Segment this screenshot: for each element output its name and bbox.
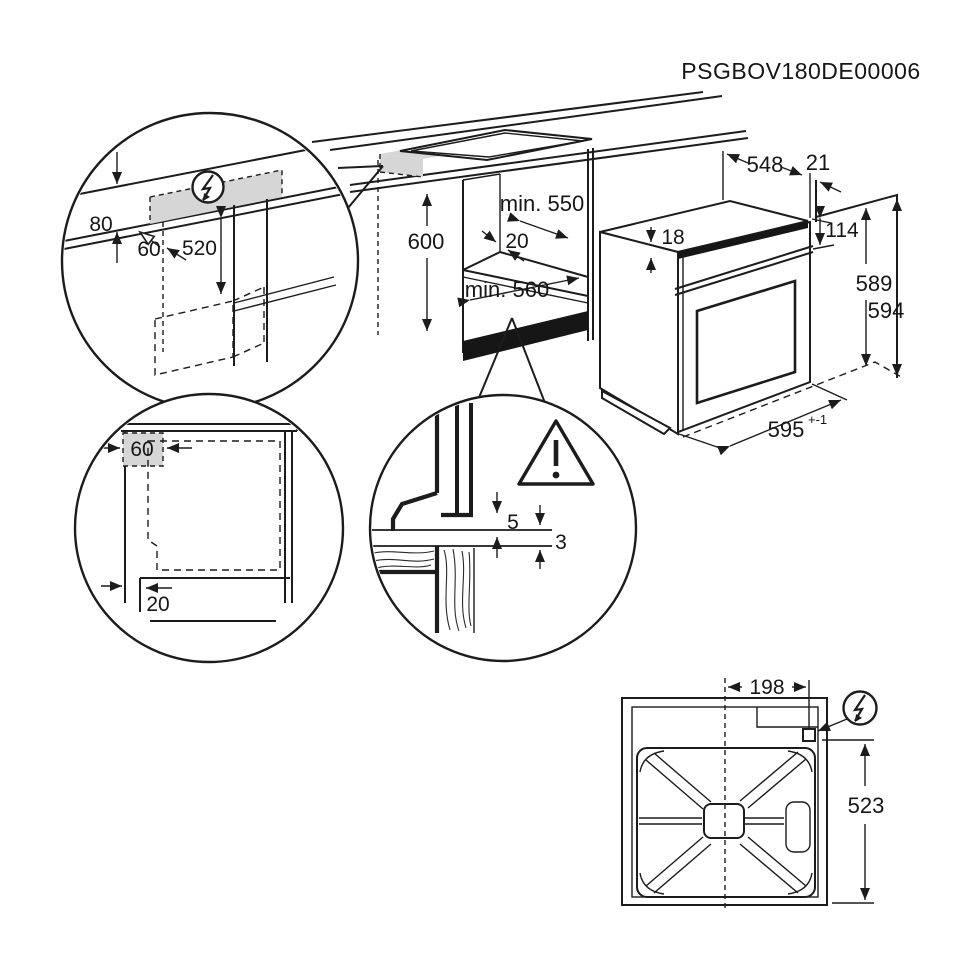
dim-label-wall-gap: 21 <box>806 150 830 175</box>
warning-triangle-icon <box>517 419 595 486</box>
detail-circle-connection: 80 60 520 <box>60 111 360 411</box>
oven-hidden-outline <box>154 286 265 376</box>
dimension-80: 80 <box>89 152 122 263</box>
connection-box-outline <box>149 169 283 224</box>
dim-label-niche-depth: min. 550 <box>500 191 584 216</box>
dimension-21: 21 <box>806 150 842 218</box>
dim-label-total-height: 594 <box>868 298 905 323</box>
dimension-5: 5 <box>492 492 519 558</box>
dimension-20-side: 20 <box>101 581 172 616</box>
side-back-edge <box>284 431 293 603</box>
dimension-198: 198 <box>728 676 810 729</box>
dimension-min550: min. 550 <box>500 191 584 239</box>
dim-label-side-setback: 20 <box>146 593 169 616</box>
dim-label-panel-height: 114 <box>825 219 859 242</box>
rear-side-pocket <box>785 801 811 853</box>
plinth-vent-strip <box>463 311 588 361</box>
worktop-front-thickness <box>349 137 749 193</box>
dimension-595: 595 +-1 <box>678 383 848 456</box>
cabinet-shelf <box>233 276 337 312</box>
rear-back-panel <box>636 747 816 898</box>
oven-isometric-view: 548 21 18 114 589 <box>599 150 905 456</box>
wall-line <box>64 140 353 198</box>
callout-wedge-connection <box>337 165 384 209</box>
oven-bottom-hidden-line <box>682 361 904 438</box>
dim-label-recess-height: 80 <box>89 213 112 236</box>
dimension-20-floor: 20 <box>481 230 529 262</box>
lightning-bolt-icon <box>817 690 878 732</box>
dim-label-upper-gap: 5 <box>507 511 519 534</box>
model-code-title: PSGBOV180DE00006 <box>681 58 920 84</box>
worktop-back-edge <box>329 95 723 151</box>
wood-grain <box>373 548 472 632</box>
oven-door-window <box>695 279 797 405</box>
dimension-548: 548 <box>722 151 803 200</box>
worktop-line-top <box>64 183 355 242</box>
rear-x-emboss <box>639 750 813 895</box>
dim-label-width-tolerance: +-1 <box>808 412 827 427</box>
dim-label-recess-depth: 60 <box>137 238 160 261</box>
dimension-589: 589 <box>856 208 893 366</box>
dim-label-connection-offset: 198 <box>749 676 784 699</box>
dimension-114: 114 <box>811 206 859 250</box>
dimension-60-side: 60 <box>98 438 192 461</box>
hob-rim-inner <box>410 132 584 158</box>
oven-rear-view: 198 523 <box>621 676 885 912</box>
dimension-600: 600 <box>408 194 445 331</box>
dim-label-width: 595 <box>768 417 805 442</box>
oven-side-face <box>599 230 679 436</box>
hob-cutout <box>379 128 593 178</box>
dim-label-connection-height: 523 <box>848 793 885 818</box>
wall-top-edge <box>311 91 704 143</box>
dim-label-floor-gap: 20 <box>505 230 528 253</box>
dim-label-lower-gap: 3 <box>555 531 567 554</box>
dimension-594: 594 <box>868 199 905 376</box>
niche-left-wall-top <box>462 173 501 181</box>
detail-circle-plinth-gap: 5 3 <box>368 393 638 663</box>
dimension-3: 3 <box>535 505 567 569</box>
side-oven-hidden-outline <box>147 440 281 571</box>
dim-label-body-height: 589 <box>856 271 893 296</box>
dim-label-niche-height: 600 <box>408 229 445 254</box>
gap-lines <box>372 529 552 547</box>
dimension-523: 523 <box>822 739 885 904</box>
dim-label-top-depth: 548 <box>747 152 784 177</box>
detail-circle-side-view: 60 20 <box>73 392 345 664</box>
dim-label-top-inset: 18 <box>661 226 684 249</box>
dim-label-drop-height: 520 <box>182 237 217 260</box>
worktop-scene: 600 min. 550 20 min. 560 <box>311 91 749 404</box>
dim-label-side-depth: 60 <box>130 438 153 461</box>
hob-cutout-shaded-front <box>380 154 423 177</box>
oven-foot <box>601 389 672 436</box>
dimension-520: 520 <box>182 206 226 294</box>
lightning-bolt-icon <box>191 170 225 204</box>
side-connection-box-outline <box>122 432 164 467</box>
rear-center-emboss <box>703 803 745 839</box>
dimension-min560: min. 560 <box>457 275 580 308</box>
dim-label-niche-width: min. 560 <box>465 277 549 302</box>
oven-step-profile <box>390 490 438 531</box>
hob-cutout-hidden-edge <box>379 154 424 178</box>
rear-top-recess <box>756 707 818 728</box>
dimension-60-connection: 60 <box>137 232 187 261</box>
niche-floor-left <box>462 251 501 271</box>
dimension-18: 18 <box>646 226 685 273</box>
oven-door-section <box>455 403 473 515</box>
callout-wedge-plinth <box>477 317 546 404</box>
oven-top-trim <box>678 221 808 259</box>
control-panel-separation <box>674 245 814 296</box>
side-connection-box <box>123 433 163 466</box>
